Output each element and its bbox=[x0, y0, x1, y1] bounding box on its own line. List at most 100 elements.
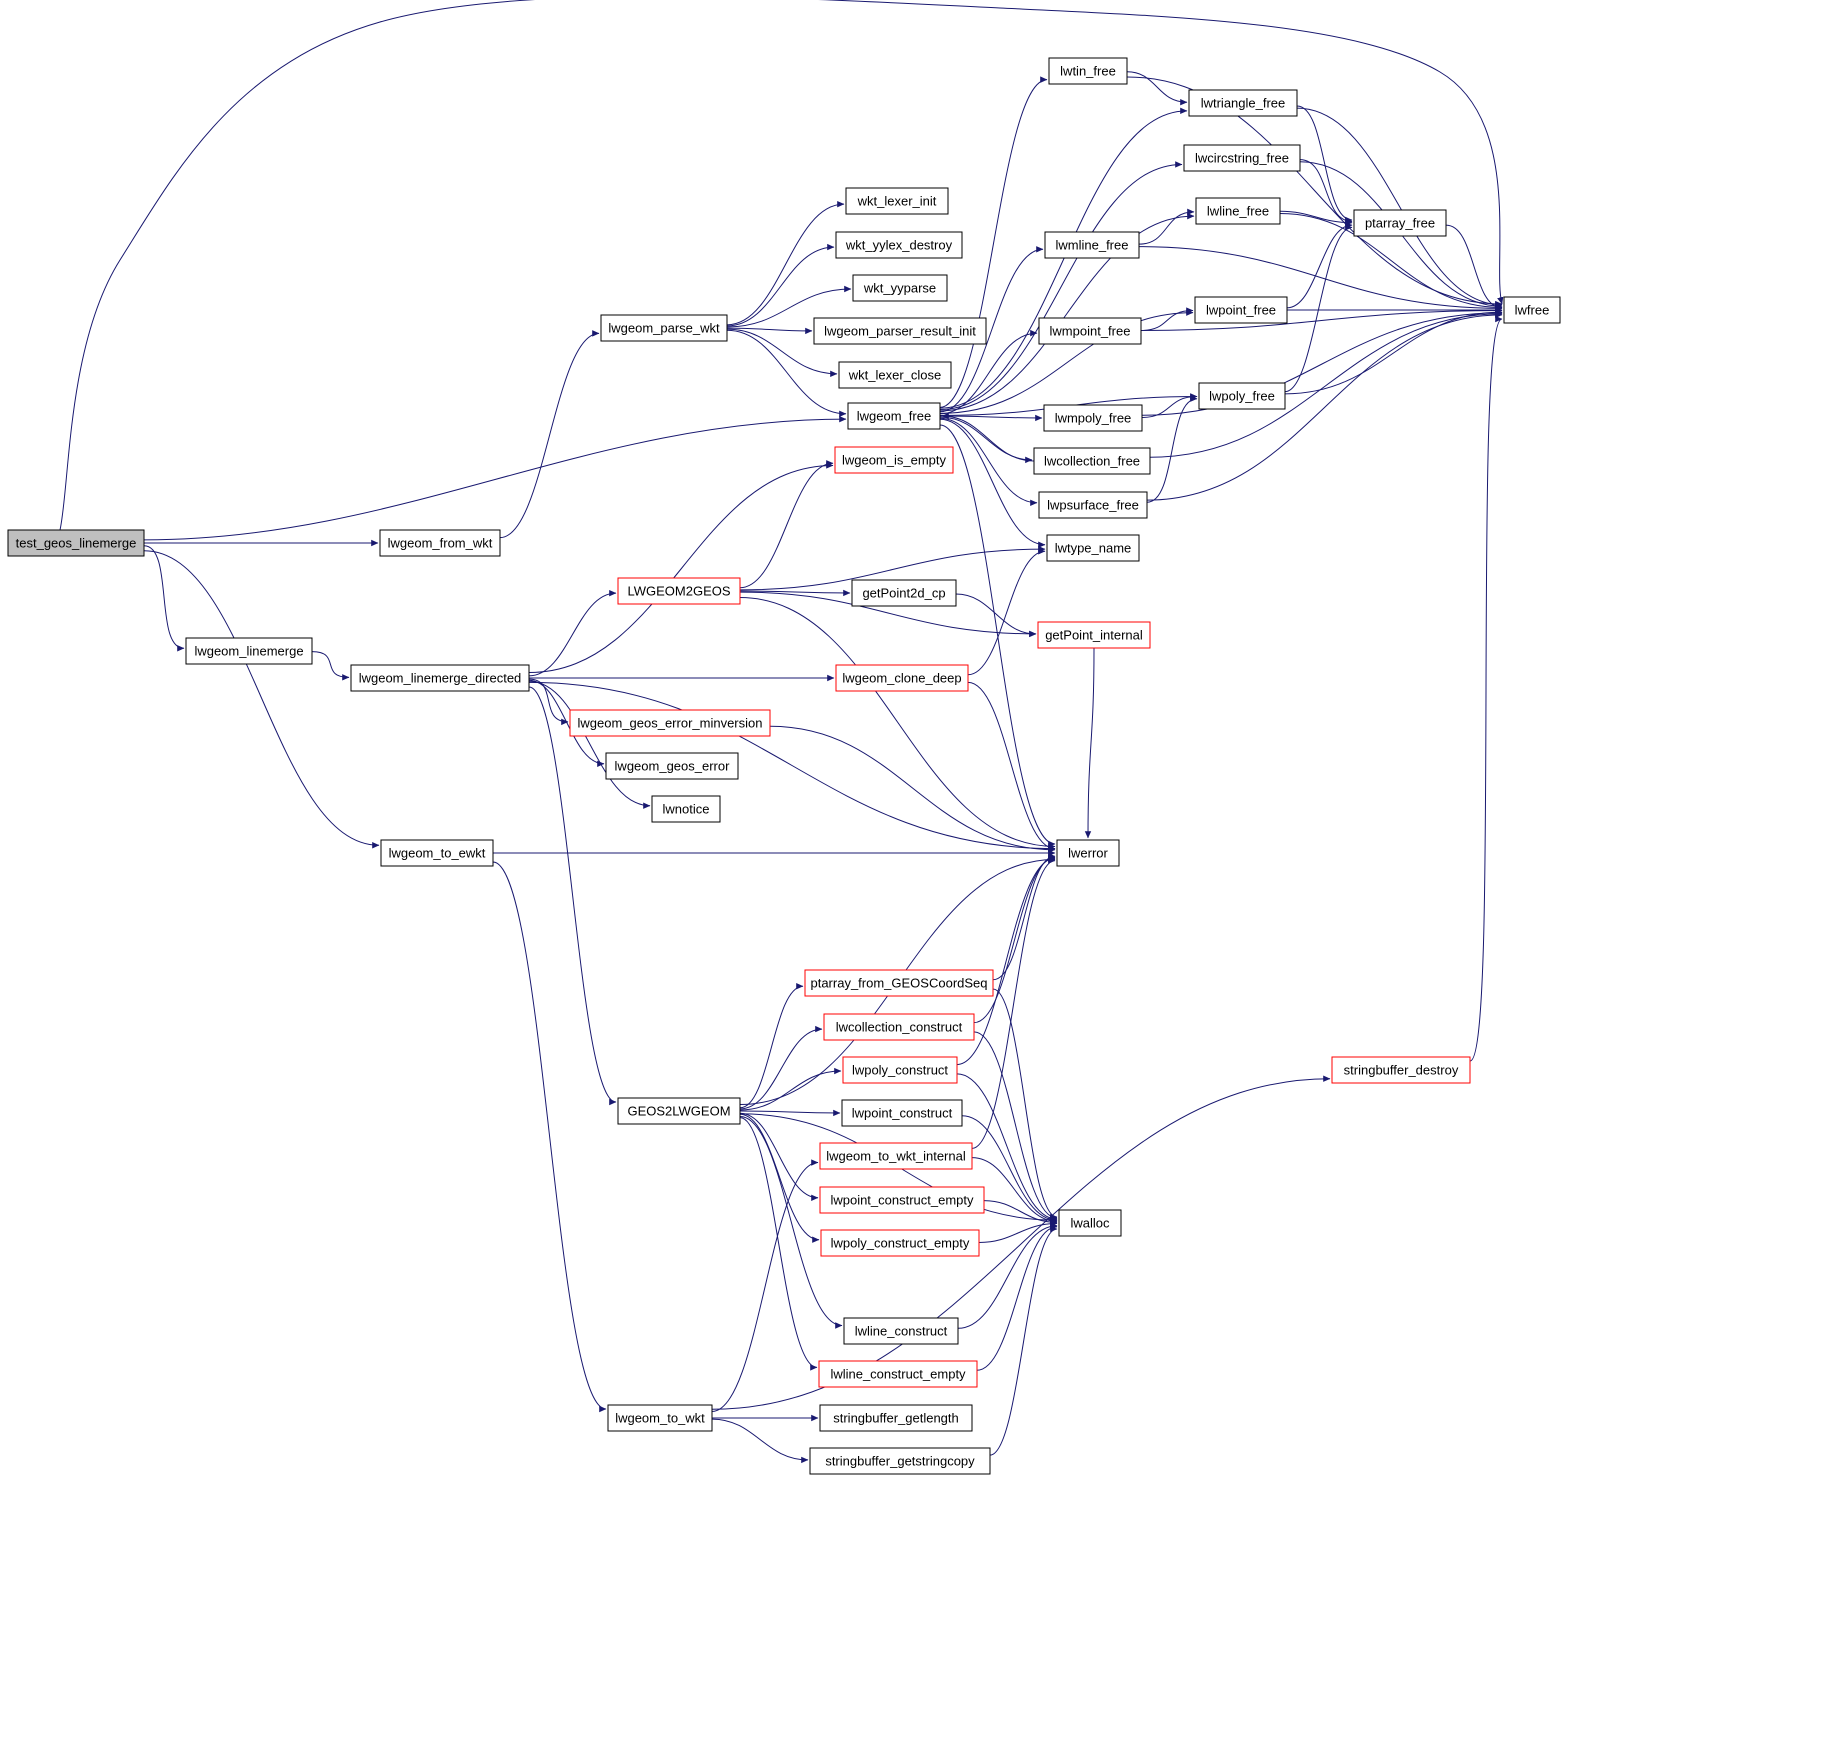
node-box-lwmpoly_free[interactable] bbox=[1043, 404, 1143, 432]
node-box-lwgeom_to_wkt[interactable] bbox=[607, 1404, 713, 1432]
edge-lwgeom_parse_wkt--lwgeom_free bbox=[726, 329, 847, 417]
graph-node-lwpoint_free: lwpoint_free bbox=[1194, 296, 1288, 324]
node-box-wkt_yyparse[interactable] bbox=[852, 274, 948, 302]
graph-node-GEOS2LWGEOM: GEOS2LWGEOM bbox=[617, 1097, 741, 1125]
edge-lwgeom_linemerge_directed--lwgeom_geos_error_minversion bbox=[528, 678, 569, 726]
edge-lwmpoly_free--lwpoly_free bbox=[1141, 393, 1198, 418]
node-box-lwmline_free[interactable] bbox=[1044, 231, 1140, 259]
node-box-lwpoly_free[interactable] bbox=[1198, 382, 1286, 410]
edge-lwgeom_free--lwpsurface_free bbox=[939, 417, 1038, 506]
node-box-stringbuffer_getlength[interactable] bbox=[819, 1404, 973, 1432]
node-box-LWGEOM2GEOS[interactable] bbox=[617, 577, 741, 605]
node-box-lwgeom_geos_error[interactable] bbox=[605, 752, 739, 780]
edge-GEOS2LWGEOM--lwpoly_construct_empty bbox=[739, 1113, 820, 1243]
graph-node-lwgeom_to_wkt: lwgeom_to_wkt bbox=[607, 1404, 713, 1432]
node-box-lwtin_free[interactable] bbox=[1048, 57, 1128, 85]
graph-node-lwtriangle_free: lwtriangle_free bbox=[1188, 89, 1298, 117]
graph-node-lwgeom_linemerge_directed: lwgeom_linemerge_directed bbox=[350, 664, 530, 692]
node-box-lwgeom_from_wkt[interactable] bbox=[379, 529, 501, 557]
edge-lwgeom_free--lwtriangle_free bbox=[939, 107, 1188, 409]
edge-lwgeom_to_wkt_internal--lwerror bbox=[971, 857, 1056, 1149]
node-box-lwcollection_construct[interactable] bbox=[823, 1013, 975, 1041]
graph-node-lwmpoly_free: lwmpoly_free bbox=[1043, 404, 1143, 432]
node-box-lwcircstring_free[interactable] bbox=[1183, 144, 1301, 172]
node-box-lwnotice[interactable] bbox=[651, 795, 721, 823]
edge-lwgeom_free--lwmpoly_free bbox=[939, 414, 1043, 422]
graph-node-lwpoint_construct: lwpoint_construct bbox=[841, 1099, 963, 1127]
node-box-lwpoly_construct_empty[interactable] bbox=[820, 1229, 980, 1257]
node-box-wkt_yylex_destroy[interactable] bbox=[835, 231, 963, 259]
graph-node-lwgeom_parser_result_init: lwgeom_parser_result_init bbox=[813, 317, 987, 345]
edge-lwpoly_construct_empty--lwalloc bbox=[978, 1220, 1058, 1243]
edge-lwtin_free--lwtriangle_free bbox=[1126, 71, 1188, 106]
edge-lwgeom_linemerge_directed--GEOS2LWGEOM bbox=[528, 686, 617, 1106]
node-box-lwgeom_is_empty[interactable] bbox=[834, 446, 954, 474]
graph-node-lwgeom_to_wkt_internal: lwgeom_to_wkt_internal bbox=[819, 1142, 973, 1170]
node-box-lwline_construct_empty[interactable] bbox=[818, 1360, 978, 1388]
node-box-lwpoly_construct[interactable] bbox=[842, 1056, 958, 1084]
node-box-lwgeom_to_ewkt[interactable] bbox=[380, 839, 494, 867]
node-box-ptarray_from_GEOSCoordSeq[interactable] bbox=[804, 969, 994, 997]
edge-lwgeom_free--lwtype_name bbox=[939, 418, 1046, 548]
node-box-wkt_lexer_init[interactable] bbox=[845, 187, 949, 215]
edge-lwline_construct--lwalloc bbox=[957, 1222, 1058, 1329]
edge-lwgeom_parse_wkt--lwgeom_parser_result_init bbox=[726, 327, 813, 335]
node-box-lwalloc[interactable] bbox=[1058, 1209, 1122, 1237]
node-box-lwgeom_clone_deep[interactable] bbox=[835, 664, 969, 692]
node-box-lwpsurface_free[interactable] bbox=[1038, 491, 1148, 519]
node-box-lwgeom_parse_wkt[interactable] bbox=[600, 314, 728, 342]
node-box-test_geos_linemerge[interactable] bbox=[7, 529, 145, 557]
graph-node-ptarray_from_GEOSCoordSeq: ptarray_from_GEOSCoordSeq bbox=[804, 969, 994, 997]
edge-lwtriangle_free--ptarray_free bbox=[1296, 105, 1353, 224]
edge-lwtriangle_free--lwfree bbox=[1296, 107, 1503, 309]
node-box-getPoint2d_cp[interactable] bbox=[851, 579, 957, 607]
node-box-lwmpoint_free[interactable] bbox=[1038, 317, 1142, 345]
node-box-lwgeom_geos_error_minversion[interactable] bbox=[569, 709, 771, 737]
edge-lwline_free--ptarray_free bbox=[1279, 210, 1353, 226]
edge-layer bbox=[59, 0, 1504, 1464]
graph-node-lwgeom_geos_error: lwgeom_geos_error bbox=[605, 752, 739, 780]
edge-GEOS2LWGEOM--ptarray_from_GEOSCoordSeq bbox=[739, 983, 804, 1109]
edge-GEOS2LWGEOM--lwcollection_construct bbox=[739, 1025, 823, 1110]
node-box-lwcollection_free[interactable] bbox=[1033, 447, 1151, 475]
edge-lwgeom_linemerge_directed--lwerror bbox=[528, 681, 1056, 852]
node-box-lwgeom_to_wkt_internal[interactable] bbox=[819, 1142, 973, 1170]
edge-lwmline_free--lwline_free bbox=[1138, 208, 1195, 245]
edge-GEOS2LWGEOM--lwpoly_construct bbox=[739, 1067, 842, 1111]
graph-node-lwpoly_free: lwpoly_free bbox=[1198, 382, 1286, 410]
node-box-getPoint_internal[interactable] bbox=[1037, 621, 1151, 649]
edge-lwpoint_construct_empty--lwalloc bbox=[983, 1200, 1058, 1226]
node-box-lwgeom_parser_result_init[interactable] bbox=[813, 317, 987, 345]
edge-lwgeom_linemerge--lwgeom_linemerge_directed bbox=[311, 651, 350, 681]
node-box-ptarray_free[interactable] bbox=[1353, 209, 1447, 237]
edge-lwtin_free--lwfree bbox=[1126, 76, 1503, 308]
node-box-lwfree[interactable] bbox=[1503, 296, 1561, 324]
node-box-lwtriangle_free[interactable] bbox=[1188, 89, 1298, 117]
node-box-stringbuffer_getstringcopy[interactable] bbox=[809, 1447, 991, 1475]
graph-node-ptarray_free: ptarray_free bbox=[1353, 209, 1447, 237]
node-box-lwgeom_linemerge[interactable] bbox=[185, 637, 313, 665]
node-box-lwline_free[interactable] bbox=[1195, 197, 1281, 225]
node-box-lwerror[interactable] bbox=[1056, 839, 1120, 867]
node-box-lwpoint_construct_empty[interactable] bbox=[819, 1186, 985, 1214]
edge-GEOS2LWGEOM--lwpoint_construct bbox=[739, 1109, 841, 1117]
node-box-lwline_construct[interactable] bbox=[843, 1317, 959, 1345]
graph-node-lwmline_free: lwmline_free bbox=[1044, 231, 1140, 259]
node-box-lwtype_name[interactable] bbox=[1046, 534, 1140, 562]
edge-ptarray_free--lwfree bbox=[1445, 224, 1503, 312]
node-box-lwpoint_construct[interactable] bbox=[841, 1099, 963, 1127]
graph-node-lwpoly_construct: lwpoly_construct bbox=[842, 1056, 958, 1084]
edge-lwpsurface_free--lwpoly_free bbox=[1146, 395, 1198, 503]
edge-lwline_free--lwfree bbox=[1279, 212, 1503, 311]
node-box-wkt_lexer_close[interactable] bbox=[838, 361, 952, 389]
node-box-lwpoint_free[interactable] bbox=[1194, 296, 1288, 324]
node-box-stringbuffer_destroy[interactable] bbox=[1331, 1056, 1471, 1084]
edge-lwgeom_geos_error_minversion--lwerror bbox=[769, 725, 1056, 853]
edge-GEOS2LWGEOM--lwpoint_construct_empty bbox=[739, 1112, 819, 1201]
edge-lwgeom_linemerge_directed--lwgeom_is_empty bbox=[528, 462, 834, 674]
edge-lwmline_free--lwfree bbox=[1138, 246, 1503, 312]
node-box-lwgeom_linemerge_directed[interactable] bbox=[350, 664, 530, 692]
node-box-lwgeom_free[interactable] bbox=[847, 402, 941, 430]
edge-stringbuffer_getstringcopy--lwalloc bbox=[989, 1225, 1058, 1456]
node-box-GEOS2LWGEOM[interactable] bbox=[617, 1097, 741, 1125]
